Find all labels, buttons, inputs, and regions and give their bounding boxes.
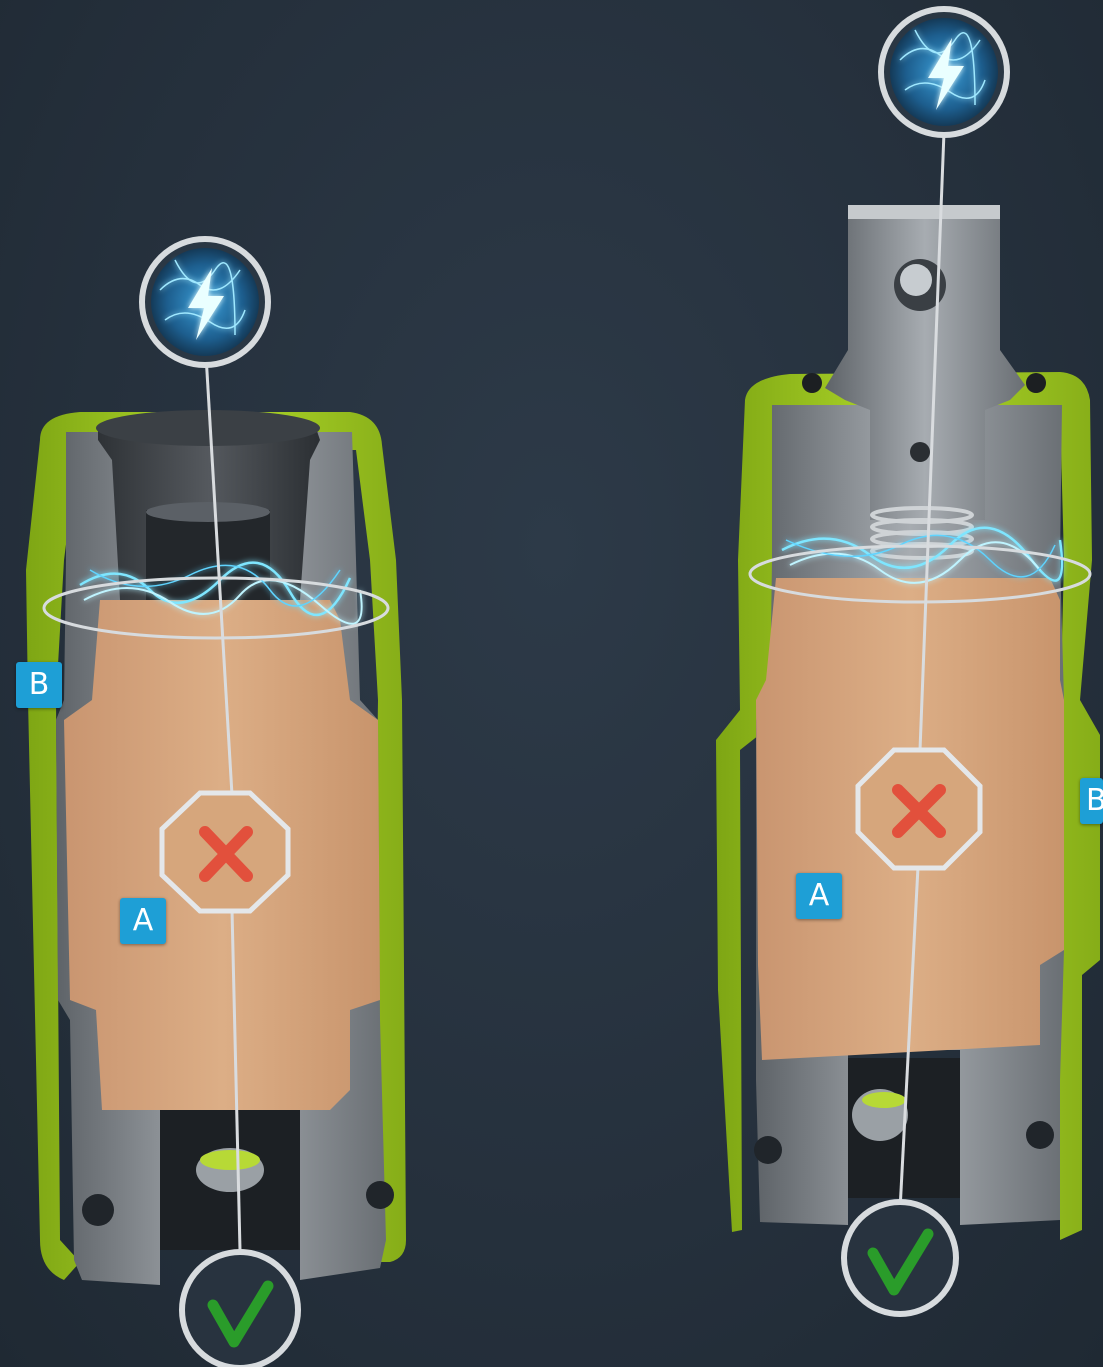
callout-label-b-right: B	[1080, 778, 1103, 824]
right-base-hole-r	[1026, 1121, 1054, 1149]
callout-label-a-right: A	[796, 873, 842, 919]
callout-label-a-left: A	[120, 898, 166, 944]
left-power-icon	[142, 239, 268, 365]
left-blocked-icon	[162, 793, 288, 911]
left-pin-ring	[200, 1150, 260, 1170]
right-cap-hole	[910, 442, 930, 462]
right-assembly	[716, 9, 1100, 1314]
left-nut-rim	[96, 410, 320, 446]
left-assembly	[26, 239, 406, 1367]
right-base-hole-l	[754, 1136, 782, 1164]
right-cap-top	[848, 205, 1000, 219]
left-bore-rim	[146, 502, 270, 522]
callout-label-b-left: B	[16, 662, 62, 708]
right-oring-r	[1026, 373, 1046, 393]
right-cap-ball	[900, 264, 932, 296]
left-base-hole-r	[366, 1181, 394, 1209]
left-ground-icon	[182, 1252, 298, 1367]
right-pin-ring	[862, 1092, 906, 1108]
right-blocked-icon	[858, 750, 980, 868]
right-ground-icon	[844, 1202, 956, 1314]
right-oring-l	[802, 373, 822, 393]
right-power-icon	[881, 9, 1007, 135]
left-base-hole-l	[82, 1194, 114, 1226]
